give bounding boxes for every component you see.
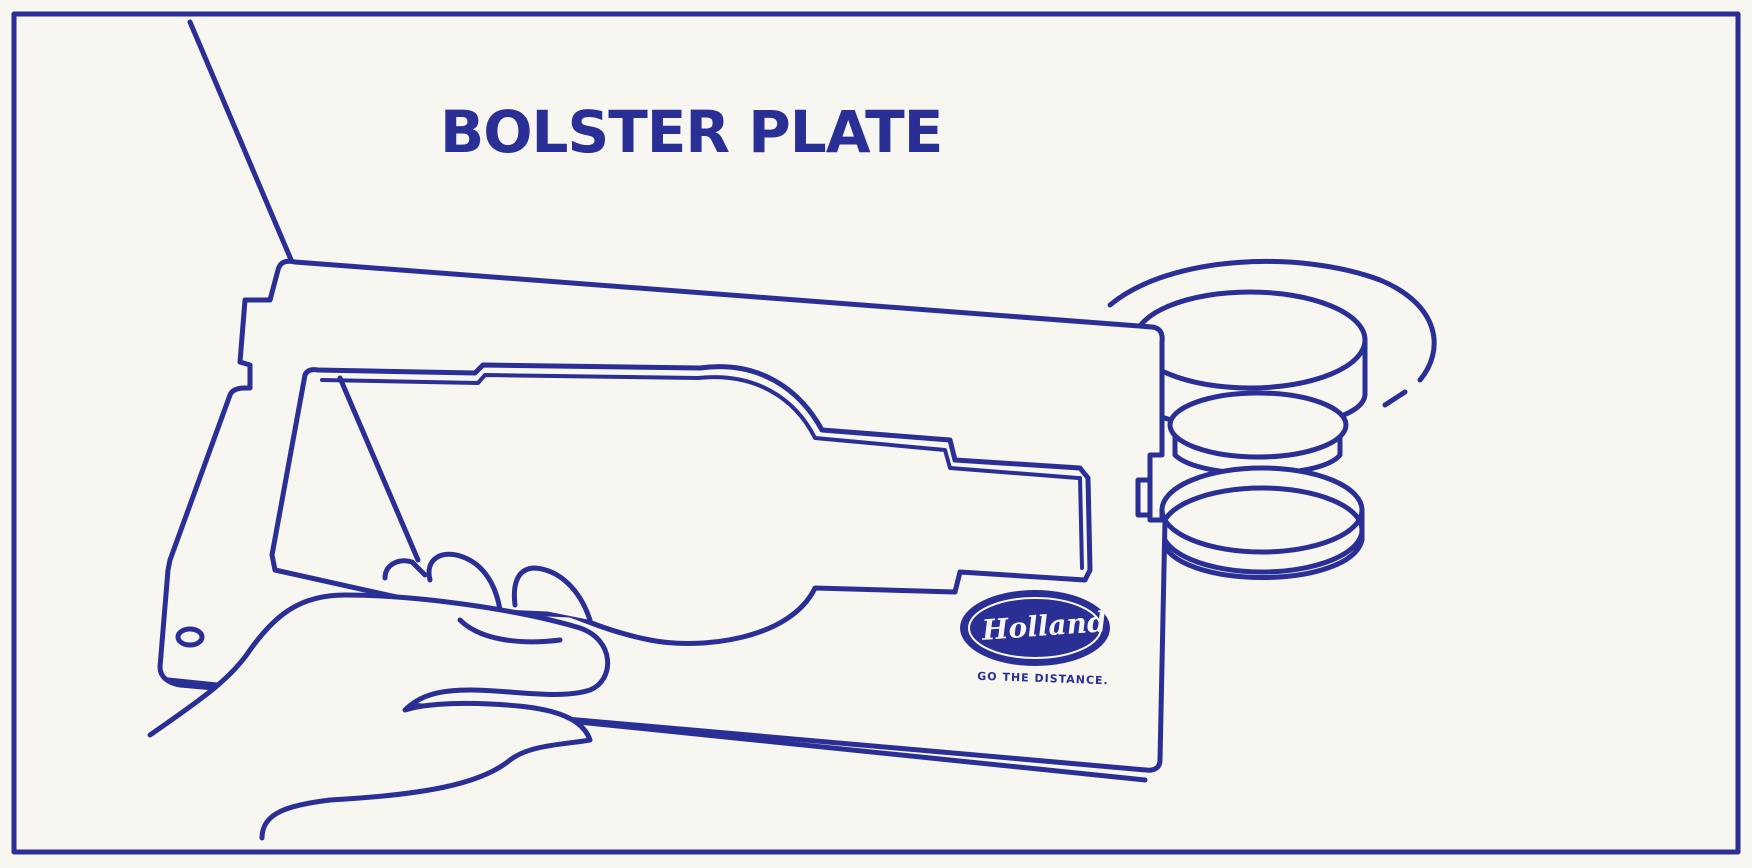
mounting-hole xyxy=(175,626,205,648)
diagram-title: BOLSTER PLATE xyxy=(440,98,943,166)
hand xyxy=(147,551,611,841)
frame-border xyxy=(11,11,1741,855)
holland-logo xyxy=(960,590,1110,666)
background-edge-line xyxy=(187,19,295,265)
kingpin-assembly xyxy=(1107,258,1437,580)
